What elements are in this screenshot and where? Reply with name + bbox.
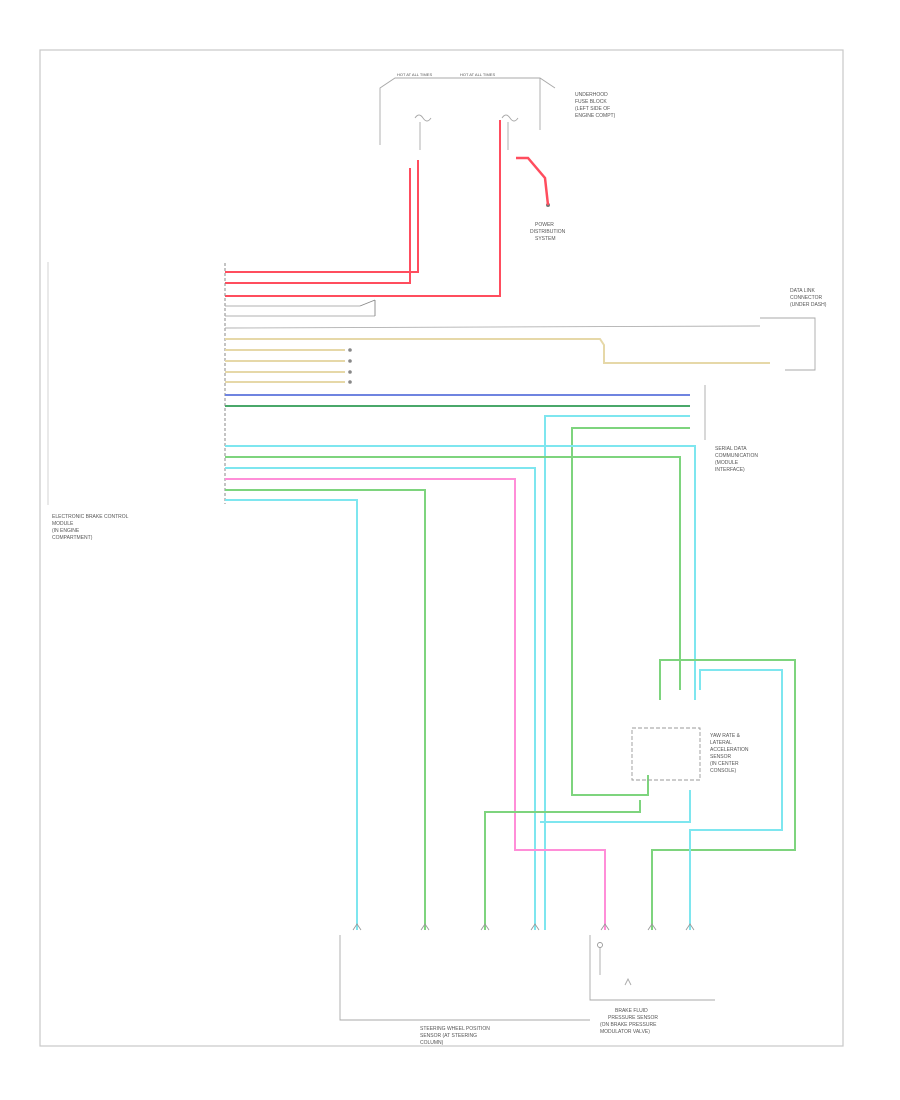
svg-text:(MODULE: (MODULE [715,460,739,466]
svg-text:CONNECTOR: CONNECTOR [790,295,823,301]
svg-text:UNDERHOOD: UNDERHOOD [575,92,608,98]
fuse-symbol-2 [501,114,519,122]
svg-text:(ON BRAKE PRESSURE: (ON BRAKE PRESSURE [600,1022,657,1028]
svg-text:INTERFACE): INTERFACE) [715,467,745,473]
svg-text:STEERING WHEEL POSITION: STEERING WHEEL POSITION [420,1026,490,1032]
svg-text:(UNDER DASH): (UNDER DASH) [790,302,827,308]
bottom-connector-pins [352,923,695,931]
communication-connector: SERIAL DATA COMMUNICATION (MODULE INTERF… [704,385,758,473]
lower-sensor-wires [225,467,606,930]
wire-pink [225,478,606,930]
wire-cyan-b [225,445,696,700]
svg-text:SENSOR (AT STEERING: SENSOR (AT STEERING [420,1033,477,1039]
svg-text:PRESSURE SENSOR: PRESSURE SENSOR [608,1015,658,1021]
steering-angle-sensor: STEERING WHEEL POSITION SENSOR (AT STEER… [339,935,590,1046]
svg-text:ENGINE COMPT): ENGINE COMPT) [575,113,616,119]
tan-wire-terminals [348,348,352,384]
wire-red-batt-2 [225,168,411,284]
svg-text:COMMUNICATION: COMMUNICATION [715,453,758,459]
svg-text:SENSOR: SENSOR [710,754,732,760]
svg-text:SERIAL DATA: SERIAL DATA [715,446,747,452]
svg-text:(IN CENTER: (IN CENTER [710,761,739,767]
serial-data-wires [225,394,690,407]
power-distribution: POWER DISTRIBUTION SYSTEM [516,157,566,242]
brake-sensor-label: BRAKE FLUID PRESSURE SENSOR (ON BRAKE PR… [600,1008,658,1035]
svg-text:BRAKE FLUID: BRAKE FLUID [615,1008,648,1014]
wire-green-a [571,427,690,796]
svg-text:ELECTRONIC BRAKE CONTROL: ELECTRONIC BRAKE CONTROL [52,514,129,520]
brake-pressure-sensor: BRAKE FLUID PRESSURE SENSOR (ON BRAKE PR… [589,935,715,1035]
switch-symbol [359,299,376,316]
svg-text:DISTRIBUTION: DISTRIBUTION [530,229,566,235]
svg-text:MODULE: MODULE [52,521,74,527]
wire-cyan-a [544,415,690,930]
fuse-block-label: UNDERHOOD FUSE BLOCK (LEFT SIDE OF ENGIN… [575,92,616,119]
wire-red-batt-1 [225,160,419,273]
svg-text:MODULATOR VALVE): MODULATOR VALVE) [600,1029,650,1035]
wire-red-ign [225,120,501,297]
svg-text:(IN ENGINE: (IN ENGINE [52,528,80,534]
yaw-sensor-box [631,727,701,781]
diagram-border [39,49,844,1047]
wire-green-b [225,456,681,690]
svg-text:CONSOLE): CONSOLE) [710,768,736,774]
wire-green-c [225,489,426,930]
yaw-rate-sensor: YAW RATE & LATERAL ACCELERATION SENSOR (… [631,727,749,781]
svg-text:ACCELERATION: ACCELERATION [710,747,749,753]
yaw-sensor-label: YAW RATE & LATERAL ACCELERATION SENSOR (… [710,733,749,774]
data-link-connector: DATA LINK CONNECTOR (UNDER DASH) [760,288,827,371]
svg-text:FUSE BLOCK: FUSE BLOCK [575,99,607,105]
fuse-label-2: HOT AT ALL TIMES [460,72,495,77]
wire-cyan-c [225,467,536,930]
svg-text:LATERAL: LATERAL [710,740,732,746]
svg-text:(LEFT SIDE OF: (LEFT SIDE OF [575,106,610,112]
tan-wires [225,338,770,383]
svg-text:COLUMN): COLUMN) [420,1040,444,1046]
communication-label: SERIAL DATA COMMUNICATION (MODULE INTERF… [715,446,758,473]
fuse-symbol-1 [414,114,432,122]
yaw-sensor-loop [484,659,796,930]
svg-text:COMPARTMENT): COMPARTMENT) [52,535,93,541]
wire-red-pds [516,156,550,206]
svg-text:SYSTEM: SYSTEM [535,236,556,242]
fuse-block: HOT AT ALL TIMES HOT AT ALL TIMES UNDERH… [379,72,616,150]
svg-text:DATA LINK: DATA LINK [790,288,815,294]
data-link-label: DATA LINK CONNECTOR (UNDER DASH) [790,288,827,308]
power-distribution-label: POWER DISTRIBUTION SYSTEM [530,222,566,242]
ecm-label: ELECTRONIC BRAKE CONTROL MODULE (IN ENGI… [52,514,129,541]
yaw-sensor-wires [225,415,696,930]
fuse-label-1: HOT AT ALL TIMES [397,72,432,77]
ecm-module [47,262,226,505]
power-wires [225,120,550,297]
svg-text:POWER: POWER [535,222,554,228]
steering-sensor-label: STEERING WHEEL POSITION SENSOR (AT STEER… [420,1026,490,1046]
wire-cyan-d [225,499,358,930]
svg-text:YAW RATE &: YAW RATE & [710,733,741,739]
grey-signal-wires [224,305,761,329]
